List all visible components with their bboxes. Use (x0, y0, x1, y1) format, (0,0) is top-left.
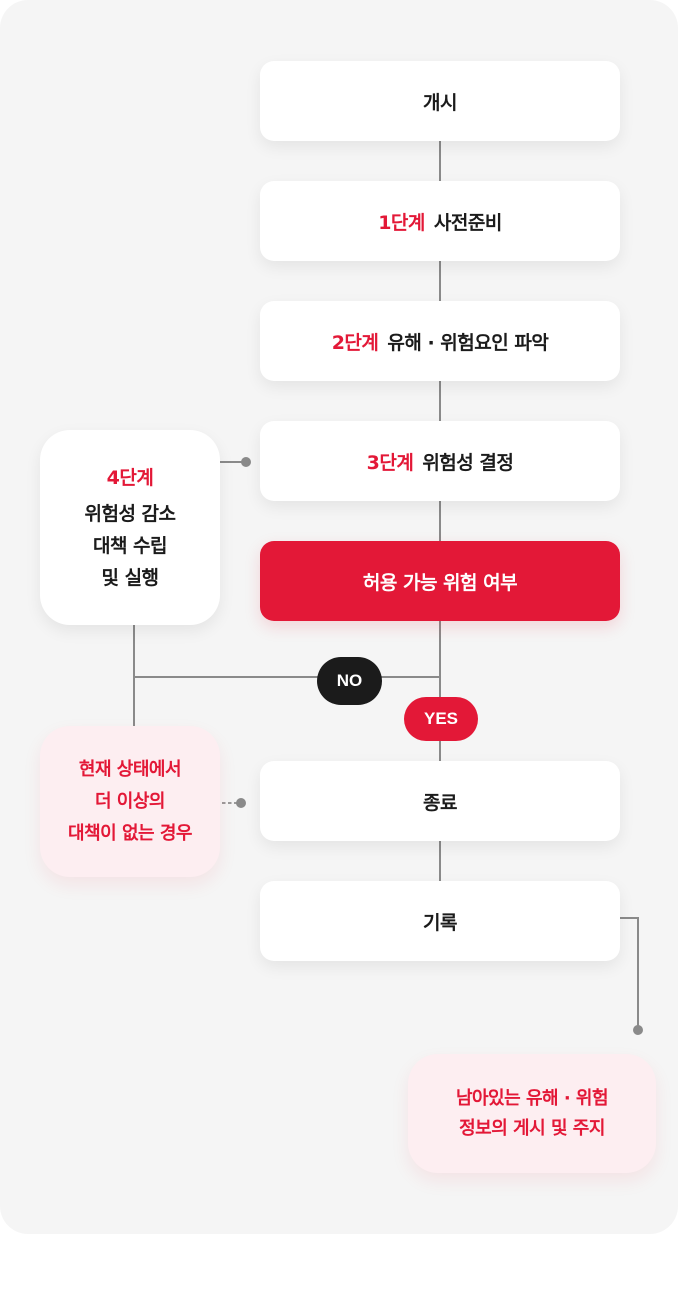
connector-step1-step2 (439, 261, 441, 301)
node-step4: 4단계 위험성 감소 대책 수립 및 실행 (40, 430, 220, 625)
node-step4-line: 대책 수립 (92, 534, 168, 557)
node-decision: 허용 가능 위험 여부 (260, 541, 620, 621)
node-step3-label: 위험성 결정 (422, 451, 514, 474)
node-step2-label: 유해 · 위험요인 파악 (387, 331, 549, 354)
branch-no-badge: NO (317, 657, 382, 705)
connector-end-record (439, 841, 441, 881)
node-start-label: 개시 (423, 91, 457, 114)
node-step4-line: 위험성 감소 (84, 502, 176, 525)
flowchart-canvas: 개시 1단계 사전준비 2단계 유해 · 위험요인 파악 3단계 위험성 결정 … (40, 61, 656, 1173)
connector-decision-end (439, 621, 441, 761)
node-start: 개시 (260, 61, 620, 141)
step-number: 4단계 (106, 466, 154, 489)
node-no-more-line: 대책이 없는 경우 (68, 822, 192, 844)
node-notice-line: 남아있는 유해 · 위험 (455, 1087, 609, 1109)
node-notice-line: 정보의 게시 및 주지 (459, 1117, 605, 1139)
connector-record-notice-h (620, 917, 639, 919)
node-end-label: 종료 (423, 791, 457, 814)
node-step2: 2단계 유해 · 위험요인 파악 (260, 301, 620, 381)
node-step1-label: 사전준비 (433, 211, 502, 234)
connector-step4-down (133, 625, 135, 726)
connector-dashed-end (222, 802, 238, 804)
connector-step3-decision (439, 501, 441, 541)
connector-no-branch (134, 676, 440, 678)
node-record-label: 기록 (423, 911, 457, 934)
connector-start-step1 (439, 141, 441, 181)
connector-dot (241, 457, 251, 467)
branch-yes-badge: YES (404, 697, 478, 741)
node-step1: 1단계 사전준비 (260, 181, 620, 261)
connector-record-notice-v (637, 917, 639, 1027)
step-number: 3단계 (366, 451, 414, 474)
step-number: 2단계 (331, 331, 379, 354)
node-no-more-line: 더 이상의 (94, 790, 166, 812)
node-no-more-line: 현재 상태에서 (78, 758, 182, 780)
step-number: 1단계 (378, 211, 425, 234)
connector-dot (236, 798, 246, 808)
node-record: 기록 (260, 881, 620, 961)
node-end: 종료 (260, 761, 620, 841)
node-step3: 3단계 위험성 결정 (260, 421, 620, 501)
node-decision-label: 허용 가능 위험 여부 (362, 571, 518, 594)
connector-step2-step3 (439, 381, 441, 421)
connector-dot (633, 1025, 643, 1035)
connector-step4-step3 (220, 461, 244, 463)
node-notice: 남아있는 유해 · 위험 정보의 게시 및 주지 (408, 1054, 656, 1173)
node-step4-line: 및 실행 (101, 566, 159, 589)
node-no-more-measures: 현재 상태에서 더 이상의 대책이 없는 경우 (40, 726, 220, 877)
